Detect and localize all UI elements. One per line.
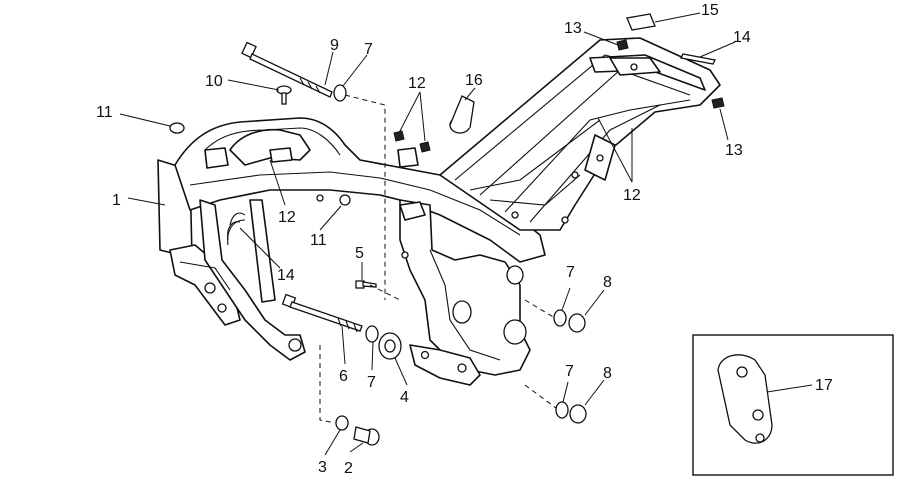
- callout-labels: 1 2 3 4 5 6 7 7 7 7 8 8 9 10 11 11 12 12…: [96, 2, 833, 477]
- callout-12-left: 12: [278, 209, 296, 226]
- bolt-6-part: [281, 293, 363, 333]
- callout-12-right: 12: [623, 187, 641, 204]
- clips-12-part: [393, 130, 431, 153]
- bolt-5-part: [355, 280, 377, 289]
- callout-11-top-left: 11: [96, 104, 113, 121]
- callout-9: 9: [330, 37, 339, 54]
- washer-7-right-top-part: [553, 309, 567, 327]
- bolt-9-part: [241, 41, 333, 98]
- spacer-4-part: [378, 332, 402, 360]
- callout-3: 3: [318, 459, 327, 476]
- nut-11-part: [339, 194, 351, 206]
- rubber-16-part: [449, 95, 475, 134]
- washer-7-top-part: [333, 84, 347, 102]
- nut-8-right-bottom-part: [569, 404, 587, 424]
- callout-13-top: 13: [564, 20, 582, 37]
- callout-14-left: 14: [277, 267, 295, 284]
- clip-13-right-part: [711, 97, 725, 109]
- callout-8-bottom-right: 8: [603, 365, 612, 382]
- washer-7-mid-part: [365, 325, 379, 343]
- callout-12-top: 12: [408, 75, 426, 92]
- callout-7-mid: 7: [367, 374, 376, 391]
- clip-11-part: [169, 122, 185, 134]
- callout-4: 4: [400, 389, 409, 406]
- callout-6: 6: [339, 368, 348, 385]
- callout-7-bottom-right: 7: [565, 363, 574, 380]
- leader-lines: [119, 12, 813, 456]
- callout-10: 10: [205, 73, 223, 90]
- callout-16: 16: [465, 72, 483, 89]
- callout-7-top: 7: [364, 41, 373, 58]
- callout-13-right: 13: [725, 142, 743, 159]
- clip-13-left-part: [616, 39, 629, 51]
- screw-10-part: [276, 85, 292, 105]
- nut-8-right-top-part: [568, 313, 586, 333]
- callout-15: 15: [701, 2, 719, 19]
- strip-14-lower-part: [227, 219, 246, 246]
- inset-panel: [692, 334, 894, 476]
- alignment-lines: [319, 94, 557, 424]
- callout-11-frame: 11: [310, 232, 327, 249]
- main-frame: [157, 37, 721, 386]
- strip-14-part: [680, 53, 716, 65]
- screw-2-part: [353, 426, 380, 446]
- plate-15-part: [626, 13, 656, 31]
- washer-7-right-bottom-part: [555, 401, 569, 419]
- callout-17: 17: [815, 377, 833, 394]
- callout-2: 2: [344, 460, 353, 477]
- callout-5: 5: [355, 245, 364, 262]
- callout-1: 1: [112, 192, 121, 209]
- callout-8-top-right: 8: [603, 274, 612, 291]
- callout-14-top: 14: [733, 29, 751, 46]
- callout-7-top-right: 7: [566, 264, 575, 281]
- washer-3-part: [335, 415, 349, 431]
